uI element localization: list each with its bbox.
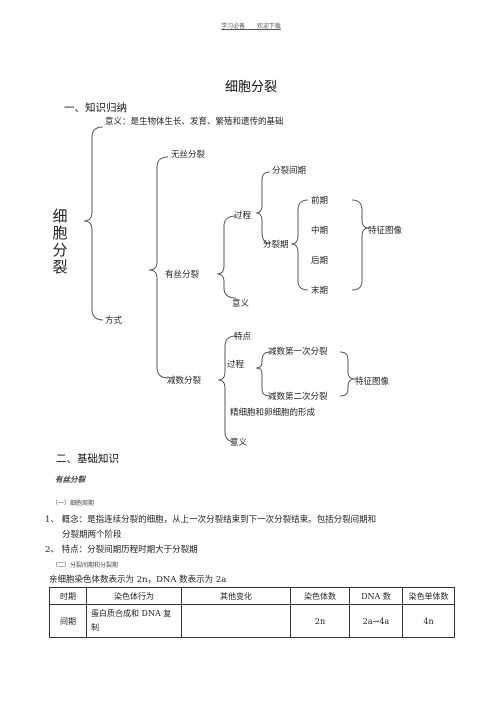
section-heading-basics: 二、基础知识 xyxy=(56,453,119,465)
table-header-cell: 染色单体数 xyxy=(402,587,455,605)
phase-telophase: 末期 xyxy=(311,286,329,296)
table-cell: 蛋白质合成和 DNA 复制 xyxy=(86,604,182,638)
table-row: 间期 蛋白质合成和 DNA 复制 2n 2a→4a 4n xyxy=(49,604,455,638)
table-header-cell: 染色体行为 xyxy=(86,587,182,605)
meaning-text: 意义：是生物体生长、发育、繁殖和遗传的基础 xyxy=(105,117,284,127)
table-cell: 2a→4a xyxy=(349,604,403,638)
meiosis-first-label: 减数第一次分裂 xyxy=(268,347,328,357)
page-header: 学习必备 _ _ 欢迎下载 xyxy=(221,23,281,30)
meiosis-feature-label: 特征图像 xyxy=(355,377,390,387)
table-header-cell: 其他变化 xyxy=(181,587,291,605)
brace-method xyxy=(148,156,169,379)
brace-root xyxy=(83,126,104,321)
table-cell: 4n xyxy=(402,604,455,638)
item2-line: 2、 特点：分裂间期历程时期大于分裂期 xyxy=(45,545,198,555)
interphase-label: 分裂间期 xyxy=(272,166,307,176)
table-cell: 间期 xyxy=(49,604,87,638)
amitosis-label: 无丝分裂 xyxy=(171,150,206,160)
gamete-formation-label: 精细胞和卵细胞的形成 xyxy=(230,408,316,418)
brace-meiosis xyxy=(217,335,237,443)
subsection-mitosis-title: 有丝分裂 xyxy=(55,475,85,484)
phase-heading: （二）分裂间期和分裂期 xyxy=(52,562,119,569)
phase-anaphase: 后期 xyxy=(311,256,329,266)
table-cell: 2n xyxy=(290,604,350,638)
mitosis-process-label: 过程 xyxy=(234,211,252,221)
table-header-cell: 染色体数 xyxy=(290,587,350,605)
phase-table: 时期 染色体行为 其他变化 染色体数 DNA 数 染色单体数 间期 蛋白质合成和… xyxy=(49,587,455,638)
meiosis-process-label: 过程 xyxy=(227,360,245,370)
meiosis-label: 减数分裂 xyxy=(167,376,202,386)
page-title: 细胞分裂 xyxy=(224,80,277,95)
meiosis-second-label: 减数第二次分裂 xyxy=(268,392,328,402)
division-phase-label: 分裂期 xyxy=(263,240,289,250)
table-header-cell: 时期 xyxy=(49,587,87,605)
root-label: 细胞分裂 xyxy=(52,207,68,276)
brace-feature xyxy=(351,199,370,291)
table-header-row: 时期 染色体行为 其他变化 染色体数 DNA 数 染色单体数 xyxy=(49,587,455,605)
brace-mitosis xyxy=(216,215,237,299)
phase-prophase: 前期 xyxy=(311,196,329,206)
phase-metaphase: 中期 xyxy=(311,226,329,236)
meiosis-meaning-label: 意义 xyxy=(230,438,248,448)
meiosis-traits-label: 特点 xyxy=(234,332,252,342)
table-note: 亲细胞染色体数表示为 2n，DNA 数表示为 2a xyxy=(49,575,227,585)
table-header-cell: DNA 数 xyxy=(349,587,403,605)
table-cell xyxy=(181,604,291,638)
method-label: 方式 xyxy=(105,316,123,326)
brace-phases xyxy=(290,199,309,291)
item1-line-a: 1、 概念：是指连续分裂的细胞，从上一次分裂结束到下一次分裂结束。包括分裂间期和 xyxy=(45,515,377,525)
brace-meiosis-process xyxy=(255,351,271,397)
brace-process xyxy=(255,171,271,244)
mitosis-label: 有丝分裂 xyxy=(165,270,200,280)
section-heading-knowledge: 一、知识归纳 xyxy=(64,102,127,114)
cycle-heading: （一）细胞周期 xyxy=(52,500,95,507)
mitosis-feature-label: 特征图像 xyxy=(368,226,403,236)
mitosis-meaning-label: 意义 xyxy=(232,299,250,309)
brace-meiosis-feature xyxy=(339,351,356,397)
item1-line-b: 分裂期两个阶段 xyxy=(62,530,122,540)
